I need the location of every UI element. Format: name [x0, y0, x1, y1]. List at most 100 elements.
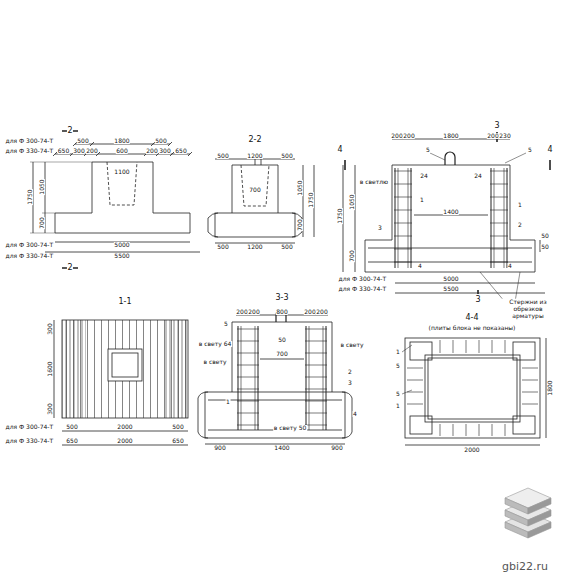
dimension-label: 2	[67, 127, 73, 135]
rebar-stroke	[479, 424, 480, 436]
dimension-label: 50	[278, 337, 287, 343]
rebar-stroke	[466, 424, 467, 436]
dimension-label: в свету 64	[198, 341, 232, 347]
dimension-label: 300	[159, 148, 171, 154]
dimension-label: 4	[508, 263, 513, 269]
dimension-label: 24	[420, 173, 429, 179]
dimension-label: в свету	[203, 359, 227, 365]
rebar-stroke	[237, 341, 259, 342]
dimension-label: 5	[426, 147, 431, 153]
dimension-label: для Ф 300-74-Т	[5, 138, 54, 144]
rebar-stroke	[490, 184, 508, 185]
rebar-stroke	[188, 152, 192, 156]
dimension-label: для Ф 330-74-Т	[5, 253, 54, 259]
dimension-label: 800	[276, 309, 288, 315]
rebar-stroke	[407, 368, 423, 369]
dimension-label: 650	[175, 148, 187, 154]
dimension-label: 200	[248, 309, 260, 315]
dimension-label: 4	[418, 263, 423, 269]
dimension-label: 2	[67, 264, 73, 272]
rebar-stroke	[440, 424, 441, 436]
dimension-label: 2-2	[248, 136, 262, 144]
rebar-stroke	[466, 340, 467, 353]
rebar-stroke	[90, 142, 94, 146]
rebar-stroke	[440, 340, 441, 353]
dimension-label: 4	[547, 146, 553, 154]
rebar-stroke	[411, 168, 412, 268]
rebar-stroke	[479, 340, 480, 353]
rebar-stroke	[305, 353, 327, 354]
dimension-label: 2	[348, 369, 353, 375]
rebar-stroke	[305, 413, 327, 414]
dimension-label: 1	[226, 399, 231, 405]
dimension-label: 200	[304, 309, 316, 315]
rebar-stroke	[168, 142, 172, 146]
dimension-label: 1800	[443, 133, 459, 139]
rebar-stroke	[241, 326, 242, 430]
dimension-label: 50	[541, 233, 550, 239]
dimension-label: 500	[217, 153, 229, 159]
rebar-stroke	[237, 377, 259, 378]
corner-cage	[513, 342, 535, 360]
dimension-label: для Ф 330-74-Т	[338, 286, 387, 292]
rebar-stroke	[237, 389, 259, 390]
dimension-label: 200	[403, 133, 415, 139]
rebar-stroke	[326, 326, 327, 430]
dimension-label: 5	[224, 321, 229, 327]
dimension-label: 4	[353, 411, 358, 417]
rebar-stroke	[305, 401, 327, 402]
dimension-label: 230	[499, 133, 511, 139]
rebar-stroke	[490, 262, 508, 263]
dimension-label: 5	[396, 363, 401, 369]
dimension-label: 200	[316, 309, 328, 315]
rebar-stroke	[453, 340, 454, 353]
dimension-label: 600	[116, 148, 128, 154]
dimension-label: 650	[57, 148, 69, 154]
rebar-stroke	[504, 168, 505, 268]
dimension-label: 300	[47, 403, 53, 415]
dimension-label: 500	[281, 244, 293, 250]
rebar-stroke	[398, 168, 399, 268]
dimension-label: 500	[281, 153, 293, 159]
dimension-label: 700	[297, 219, 303, 231]
rebar-stroke	[490, 223, 508, 224]
dimension-label: 700	[349, 250, 355, 262]
rebar-stroke	[305, 365, 327, 366]
dimension-label: в светлю	[359, 179, 388, 185]
rebar-stroke	[395, 168, 396, 268]
dimension-label: 700	[249, 187, 261, 193]
dimension-label: 200	[236, 309, 248, 315]
rebar-stroke	[407, 404, 423, 405]
rebar-stroke	[408, 168, 409, 268]
rebar-stroke	[490, 249, 508, 250]
dimension-label: 50	[541, 244, 550, 250]
rebar-stroke	[305, 389, 327, 390]
rebar-stroke	[490, 171, 508, 172]
dimension-label: 1400	[443, 209, 459, 215]
dimension-label: 500	[217, 244, 229, 250]
rebar-stroke	[492, 424, 493, 436]
dimension-label: 650	[66, 438, 78, 444]
dimension-label: 1-1	[118, 298, 132, 306]
corner-cage	[410, 342, 432, 360]
rebar-stroke	[407, 392, 423, 393]
rebar-stroke	[492, 340, 493, 353]
rebar-stroke	[522, 404, 538, 405]
dimension-label: 1050	[39, 179, 45, 195]
rebar-stroke	[237, 329, 259, 330]
watermark: gbi22.ru	[501, 561, 548, 572]
dimension-label: 200	[86, 148, 98, 154]
dimension-label: в свету 50	[273, 425, 307, 431]
dimension-label: 5000	[443, 276, 459, 282]
dimension-label: 3	[494, 122, 500, 130]
dimension-label: в свету	[340, 342, 364, 348]
dimension-label: 500	[77, 138, 89, 144]
dimension-label: 3	[348, 380, 353, 386]
dimension-label: 1800	[547, 380, 553, 396]
dimension-label: 650	[172, 438, 184, 444]
dimension-label: Стержни из обрезков арматуры	[497, 299, 560, 320]
dimension-label: 1750	[308, 192, 314, 208]
